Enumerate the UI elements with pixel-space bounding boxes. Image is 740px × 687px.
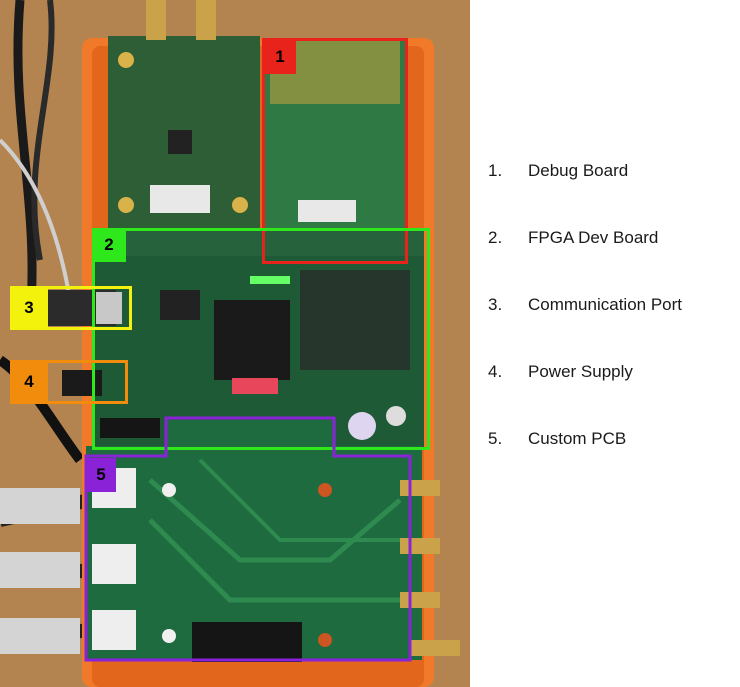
hardware-photo: 1 2 3 4 5: [0, 0, 470, 687]
hardware-photo-drawing: [0, 0, 460, 687]
legend-label: Communication Port: [528, 295, 683, 314]
legend-label: Custom PCB: [528, 429, 627, 448]
legend-number: 3.: [488, 295, 503, 314]
legend-item-communication-port: 3. Communication Port: [488, 295, 682, 315]
legend-number: 5.: [488, 429, 503, 448]
legend-label: FPGA Dev Board: [528, 228, 659, 247]
legend-number: 4.: [488, 362, 503, 381]
legend-label: Power Supply: [528, 362, 633, 381]
callout-badge-3: 3: [10, 286, 48, 330]
legend-item-custom-pcb: 5. Custom PCB: [488, 429, 626, 449]
legend-number: 1.: [488, 161, 503, 180]
legend-number: 2.: [488, 228, 503, 247]
legend-item-fpga-dev-board: 2. FPGA Dev Board: [488, 228, 658, 248]
fpga-board-outline: [92, 228, 430, 450]
custom-pcb-outline: [84, 416, 412, 662]
callout-badge-2: 2: [92, 228, 126, 262]
legend-item-debug-board: 1. Debug Board: [488, 161, 628, 181]
legend-item-power-supply: 4. Power Supply: [488, 362, 633, 382]
debug-board-outline: [262, 38, 408, 264]
callout-badge-1: 1: [264, 40, 296, 74]
callout-badge-4: 4: [10, 360, 48, 404]
legend-list: 1. Debug Board 2. FPGA Dev Board 3. Communi…: [470, 0, 740, 687]
callout-badge-5: 5: [86, 458, 116, 492]
legend-label: Debug Board: [528, 161, 629, 180]
